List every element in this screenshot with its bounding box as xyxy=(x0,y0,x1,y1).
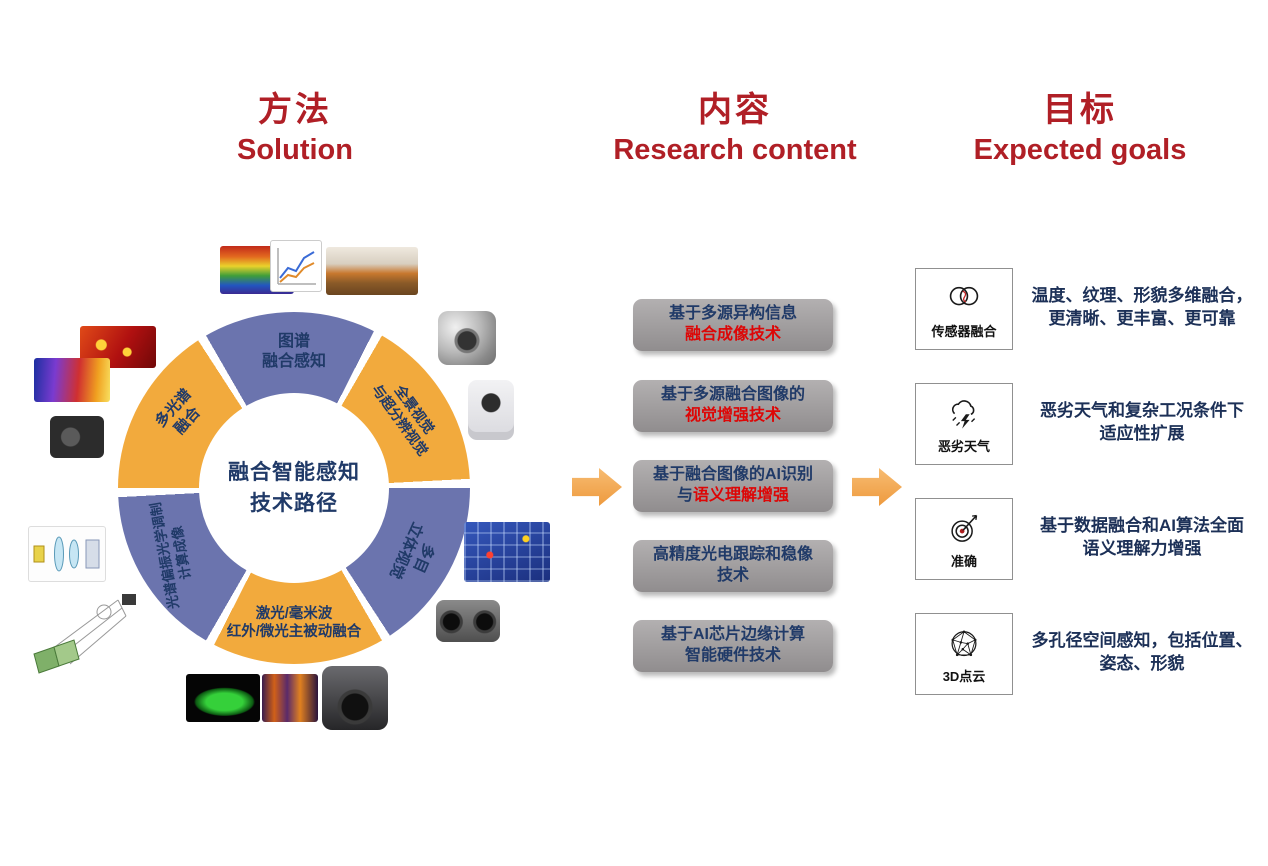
ring-center: 融合智能感知 技术路径 xyxy=(199,393,389,583)
research-box-line1: 基于AI芯片边缘计算 xyxy=(660,626,805,644)
goal-desc-line: 适应性扩展 xyxy=(1099,423,1185,443)
research-box-line1: 基于多源异构信息 xyxy=(668,305,797,323)
research-box-vision-enhancement: 基于多源融合图像的 视觉增强技术 xyxy=(633,380,833,432)
ptz-camera-image xyxy=(468,380,514,440)
lens-elements-diagram-image xyxy=(28,526,106,582)
optical-path-drawing xyxy=(33,594,136,674)
goal-card-sensor-fusion: 传感器融合 xyxy=(915,268,1013,350)
target-icon xyxy=(951,514,978,542)
goal-desc-line: 恶劣天气和复杂工况条件下 xyxy=(1040,401,1244,420)
ring-segment-label-laser-fusion: 激光/毫米波 红外/微光主被动融合 xyxy=(227,605,362,641)
goal-desc-line: 多孔径空间感知，包括位置、 xyxy=(1031,631,1253,650)
spectral-curve-plot xyxy=(277,248,316,285)
goal-desc-line: 更清晰、更丰富、更可靠 xyxy=(1048,308,1236,328)
research-content-header-zh: 内容 xyxy=(698,91,772,129)
goal-label: 准确 xyxy=(950,554,977,569)
research-box-line1: 高精度光电跟踪和稳像 xyxy=(652,546,813,564)
research-box-line1: 基于融合图像的AI识别 xyxy=(652,466,813,484)
research-box-line2: 视觉增强技术 xyxy=(684,407,781,424)
goal-desc-line: 姿态、形貌 xyxy=(1099,653,1185,673)
expected-goals-header: 目标 Expected goals xyxy=(945,82,1215,167)
optical-path-diagram-image xyxy=(26,590,140,684)
goal-description: 基于数据融合和AI算法全面 语义理解力增强 xyxy=(1022,515,1262,561)
goal-card-bad-weather: 恶劣天气 xyxy=(915,383,1013,465)
segment-label-line: 图谱 xyxy=(277,333,311,350)
research-content-header-en: Research content xyxy=(613,134,857,166)
goal-desc-line: 温度、纹理、形貌多维融合， xyxy=(1031,286,1253,305)
ring-center-line1: 融合智能感知 xyxy=(228,460,360,484)
thermal-scene-image xyxy=(34,358,110,402)
spectral-curve-chart-image xyxy=(270,240,322,292)
research-box-ai-recognition: 基于融合图像的AI识别 与语义理解增强 xyxy=(633,460,833,512)
segment-label-line: 红外/微光主被动融合 xyxy=(226,624,362,640)
solution-header-zh: 方法 xyxy=(258,91,332,129)
thermal-people-image xyxy=(262,674,318,722)
stereo-camera-image xyxy=(436,600,500,642)
research-box-line2: 与语义理解增强 xyxy=(676,487,790,504)
research-box-photoelectric-tracking: 高精度光电跟踪和稳像 技术 xyxy=(633,540,833,592)
pipeline-photo-image xyxy=(326,247,418,295)
goal-description: 多孔径空间感知，包括位置、 姿态、形貌 xyxy=(1022,630,1262,676)
research-box-line2: 融合成像技术 xyxy=(684,326,781,343)
research-content-header: 内容 Research content xyxy=(585,82,885,167)
goal-desc-line: 基于数据融合和AI算法全面 xyxy=(1040,516,1244,535)
solution-header: 方法 Solution xyxy=(175,82,415,167)
gimbal-camera-image xyxy=(322,666,388,730)
research-box-line2: 技术 xyxy=(716,567,749,584)
solution-ring-diagram: 融合智能感知 技术路径 图谱 融合感知 全景视觉 与超分辨视觉 多目 立体视觉 … xyxy=(118,312,470,664)
flow-arrow-left-icon xyxy=(572,468,622,506)
research-box-fusion-imaging: 基于多源异构信息 融合成像技术 xyxy=(633,299,833,351)
flow-arrow-right-icon xyxy=(852,468,902,506)
ring-segment-label-spectral-fusion: 图谱 融合感知 xyxy=(262,332,326,372)
solution-header-en: Solution xyxy=(237,134,353,166)
point-cloud-icon xyxy=(951,630,977,657)
bad-weather-icon xyxy=(951,400,976,429)
lens-module-image xyxy=(50,416,104,458)
ring-center-title: 融合智能感知 技术路径 xyxy=(228,457,360,520)
depth-boxes-scene-image xyxy=(464,522,550,582)
goal-card-3d-point-cloud: 3D点云 xyxy=(915,613,1013,695)
segment-label-line: 融合感知 xyxy=(261,353,327,370)
research-box-line2: 智能硬件技术 xyxy=(684,647,781,664)
research-box-line1: 基于多源融合图像的 xyxy=(660,386,805,404)
goal-label: 传感器融合 xyxy=(931,324,997,339)
sensor-fusion-icon xyxy=(949,286,979,306)
goal-description: 恶劣天气和复杂工况条件下 适应性扩展 xyxy=(1022,400,1262,446)
ring-center-line2: 技术路径 xyxy=(250,492,338,515)
goal-desc-line: 语义理解力增强 xyxy=(1082,538,1202,558)
research-box-ai-chip-hardware: 基于AI芯片边缘计算 智能硬件技术 xyxy=(633,620,833,672)
goal-label: 恶劣天气 xyxy=(937,439,990,454)
lens-elements-drawing xyxy=(33,536,100,572)
expected-goals-header-zh: 目标 xyxy=(1043,91,1117,129)
expected-goals-header-en: Expected goals xyxy=(973,134,1187,166)
segment-label-line: 激光/毫米波 xyxy=(255,605,333,622)
goal-description: 温度、纹理、形貌多维融合， 更清晰、更丰富、更可靠 xyxy=(1022,285,1262,331)
panoramic-camera-image xyxy=(438,311,496,365)
thermal-ship-image xyxy=(186,674,260,722)
goal-card-accuracy: 准确 xyxy=(915,498,1013,580)
goal-label: 3D点云 xyxy=(942,669,986,684)
